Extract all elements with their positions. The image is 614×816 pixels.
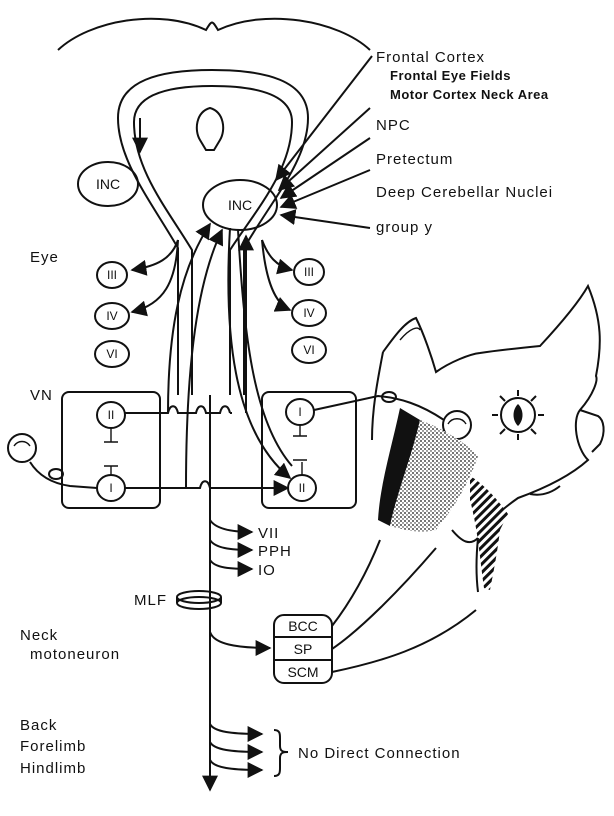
- right-labyrinth-inner: [448, 419, 466, 424]
- vn-right-upper-label: I: [298, 405, 301, 419]
- spinal-arrow-forelimb: [210, 742, 262, 752]
- left-oculomotor-arrow-iv: [132, 240, 178, 312]
- left-vi-label: VI: [106, 347, 117, 361]
- commissure-upper: [125, 406, 230, 413]
- muscle-scm-label: SCM: [287, 664, 318, 680]
- neck-label: Neck: [20, 627, 58, 644]
- cat-ear-inner: [400, 328, 420, 340]
- brainstem-outline: [118, 70, 308, 395]
- deep-cerebellar-nuclei-label: Deep Cerebellar Nuclei: [376, 184, 553, 201]
- cat-neck-front: [477, 538, 479, 592]
- neck-motoneuron-arrow: [210, 632, 270, 648]
- target-arrow-io: [210, 560, 252, 569]
- frontal-eye-fields-label: Frontal Eye Fields: [390, 68, 511, 83]
- vn-left-upper-label: II: [108, 408, 115, 422]
- target-label-pph: PPH: [258, 543, 292, 560]
- forelimb-label: Forelimb: [20, 738, 86, 755]
- right-iii-label: III: [304, 265, 314, 279]
- npc-label: NPC: [376, 117, 411, 134]
- brain-outline: [58, 19, 370, 50]
- vn-right-inhibitory-link: [293, 425, 307, 475]
- vn-right-lower-label: II: [299, 481, 306, 495]
- left-iv-label: IV: [106, 309, 117, 323]
- sp-nerve: [332, 548, 436, 649]
- left-vestibular-ganglion: [49, 469, 63, 479]
- no-direct-connection-label: No Direct Connection: [298, 745, 461, 762]
- muscle-bcc-label: BCC: [288, 618, 318, 634]
- left-oculomotor-arrow-iii: [132, 240, 178, 270]
- muscle-sp-label: SP: [294, 641, 313, 657]
- spinal-arrow-hindlimb: [210, 760, 262, 770]
- right-labyrinth-fiber: [314, 396, 444, 420]
- motor-cortex-neck-label: Motor Cortex Neck Area: [390, 87, 549, 102]
- vn-label: VN: [30, 387, 53, 404]
- left-labyrinth-inner: [14, 442, 30, 447]
- right-iv-label: IV: [303, 306, 314, 320]
- left-iii-label: III: [107, 268, 117, 282]
- group-y-arrow: [281, 215, 370, 228]
- cat-nose-mouth: [580, 410, 604, 452]
- inc-left-label: INC: [96, 176, 120, 192]
- pretectum-label: Pretectum: [376, 151, 453, 168]
- spinal-arrow-back: [210, 724, 262, 734]
- vn-left-inhibitory-link: [104, 428, 118, 475]
- commissure-lower: [125, 481, 288, 488]
- vn-left-lower-label: I: [109, 481, 112, 495]
- vn-right-box: [262, 392, 356, 508]
- hindlimb-label: Hindlimb: [20, 760, 86, 777]
- bcc-nerve: [332, 540, 380, 626]
- right-vi-label: VI: [303, 343, 314, 357]
- inc-right-label: INC: [228, 197, 252, 213]
- ventricle-outline: [134, 86, 292, 395]
- mlf-label: MLF: [134, 592, 167, 609]
- frontal-cortex-label: Frontal Cortex: [376, 49, 485, 66]
- no-direct-bracket: [274, 730, 288, 776]
- target-arrow-pph: [210, 540, 252, 550]
- cat-eye-pupil: [514, 404, 523, 426]
- group-y-label: group y: [376, 219, 433, 236]
- target-arrow-vii: [210, 520, 252, 532]
- ventricle-cavity: [197, 108, 223, 150]
- left-labyrinth: [8, 434, 36, 462]
- scm-nerve: [332, 610, 476, 672]
- motoneuron-label: motoneuron: [30, 646, 120, 663]
- back-label: Back: [20, 717, 57, 734]
- eye-label: Eye: [30, 249, 59, 266]
- target-label-vii: VII: [258, 525, 279, 542]
- target-label-io: IO: [258, 562, 276, 579]
